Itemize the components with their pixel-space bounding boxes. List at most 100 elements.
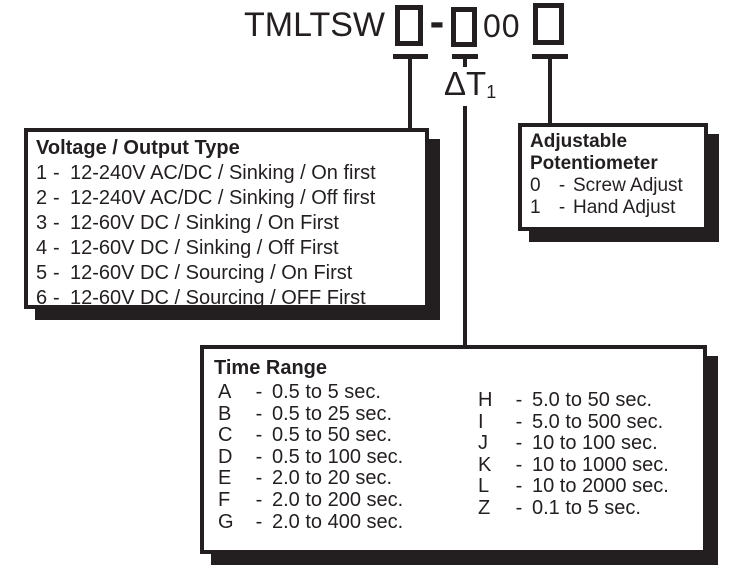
option-dash: - <box>255 467 263 490</box>
time-range-box: Time Range A-0.5 to 5 sec.B-0.5 to 25 se… <box>200 345 707 554</box>
option-code: 0 <box>530 175 541 196</box>
option-row: K-10 to 1000 sec. <box>478 453 669 477</box>
option-row: J -10 to 100 sec. <box>478 433 669 455</box>
option-code: 2 <box>36 187 48 209</box>
option-dash: - <box>515 432 523 455</box>
option-label: Screw Adjust <box>573 175 683 196</box>
option-dash: - <box>558 175 566 196</box>
time-range-connector-stub <box>463 54 467 68</box>
option-dash: - <box>515 410 523 433</box>
option-label: 12-240V AC/DC / Sinking / Off first <box>70 187 376 209</box>
delta-t1-base: ΔT <box>444 65 487 102</box>
option-code: I <box>478 410 484 433</box>
option-code: K <box>478 453 492 476</box>
option-dash: - <box>53 187 60 209</box>
option-dash: - <box>515 475 523 498</box>
option-code: F <box>218 488 231 511</box>
option-label: Hand Adjust <box>573 196 676 218</box>
part-number-dash: - <box>429 0 445 46</box>
option-row: 0-Screw Adjust <box>530 175 700 197</box>
option-dash: - <box>53 262 60 284</box>
option-code: B <box>218 402 232 425</box>
option-row: G-2.0 to 400 sec. <box>218 510 404 534</box>
fixed-digits: 00 <box>483 8 521 44</box>
option-dash: - <box>53 212 60 234</box>
option-label: 12-240V AC/DC / Sinking / On first <box>70 162 376 184</box>
option-row: A -0.5 to 5 sec. <box>218 381 403 404</box>
option-dash: - <box>558 196 566 218</box>
option-row: 6-12-60V DC / Sourcing / OFF First <box>36 286 419 311</box>
potentiometer-digit-box <box>533 3 564 45</box>
option-dash: - <box>515 496 523 519</box>
option-label: 0.5 to 25 sec. <box>272 402 393 425</box>
option-label: 10 to 1000 sec. <box>532 453 669 476</box>
option-dash: - <box>255 424 263 447</box>
potentiometer-connector-line <box>548 54 552 124</box>
option-label: 0.5 to 50 sec. <box>272 424 393 447</box>
option-code: 4 <box>36 237 48 259</box>
option-dash: - <box>515 389 523 411</box>
option-row: 4-12-60V DC / Sinking / Off First <box>36 236 419 261</box>
option-label: 2.0 to 400 sec. <box>272 510 404 533</box>
option-label: 0.5 to 5 sec. <box>272 381 381 403</box>
option-dash: - <box>515 453 523 476</box>
option-code: A <box>218 381 232 403</box>
voltage-digit-box <box>395 5 423 46</box>
option-label: 12-60V DC / Sourcing / On First <box>70 262 353 284</box>
option-label: 10 to 100 sec. <box>532 432 658 455</box>
adjustable-potentiometer-title-line1: Adjustable <box>530 131 628 152</box>
option-dash: - <box>53 237 60 259</box>
option-row: 2-12-240V AC/DC / Sinking / Off first <box>36 186 419 211</box>
time-range-options-left: A-0.5 to 5 sec.B-0.5 to 25 sec.C-0.5 to … <box>218 381 404 534</box>
option-code: E <box>218 467 232 490</box>
option-row: B-0.5 to 25 sec. <box>218 402 403 426</box>
delta-t1-label: ΔT1 <box>442 65 499 106</box>
voltage-output-type-box: Voltage / Output Type 1-12-240V AC/DC / … <box>24 128 429 309</box>
time-range-title: Time Range <box>214 357 327 379</box>
option-code: 1 <box>36 162 48 184</box>
option-code: 5 <box>36 262 48 284</box>
option-row: C-0.5 to 50 sec. <box>218 425 403 447</box>
time-range-digit-box <box>451 7 477 47</box>
option-label: 10 to 2000 sec. <box>532 475 669 498</box>
voltage-output-type-title: Voltage / Output Type <box>36 137 240 159</box>
option-code: 6 <box>36 287 48 309</box>
option-dash: - <box>255 488 263 511</box>
option-dash: - <box>255 381 263 403</box>
option-row: 1-12-240V AC/DC / Sinking / On first <box>36 161 419 186</box>
option-label: 12-60V DC / Sourcing / OFF First <box>70 287 366 309</box>
option-row: 3-12-60V DC / Sinking / On First <box>36 211 419 236</box>
option-code: 3 <box>36 212 48 234</box>
option-dash: - <box>255 402 263 425</box>
option-code: D <box>218 445 233 468</box>
option-label: 0.5 to 100 sec. <box>272 445 404 468</box>
option-label: 5.0 to 500 sec. <box>532 410 664 433</box>
voltage-connector-line <box>408 54 412 130</box>
delta-t1-subscript: 1 <box>486 82 497 102</box>
option-row: 5-12-60V DC / Sourcing / On First <box>36 261 419 286</box>
option-dash: - <box>53 287 60 309</box>
option-row: I -5.0 to 500 sec. <box>478 410 669 434</box>
part-number-prefix: TMLTSW <box>244 6 386 44</box>
option-label: 5.0 to 50 sec. <box>532 389 653 411</box>
option-row: H-5.0 to 50 sec. <box>478 389 669 412</box>
option-code: J <box>478 432 488 455</box>
adjustable-potentiometer-title-line2: Potentiometer <box>530 153 658 174</box>
option-code: C <box>218 424 233 447</box>
option-dash: - <box>255 510 263 533</box>
option-code: Z <box>478 496 491 519</box>
option-code: H <box>478 389 493 411</box>
option-row: F-2.0 to 200 sec. <box>218 488 403 512</box>
option-code: 1 <box>530 196 541 218</box>
time-range-options-right: H-5.0 to 50 sec.I-5.0 to 500 sec.J-10 to… <box>478 389 669 520</box>
option-code: G <box>218 510 234 533</box>
option-code: L <box>478 475 490 498</box>
option-label: 2.0 to 20 sec. <box>272 467 393 490</box>
time-range-connector-line <box>463 102 467 346</box>
option-row: L -10 to 2000 sec. <box>478 476 669 498</box>
option-label: 12-60V DC / Sinking / On First <box>70 212 339 234</box>
